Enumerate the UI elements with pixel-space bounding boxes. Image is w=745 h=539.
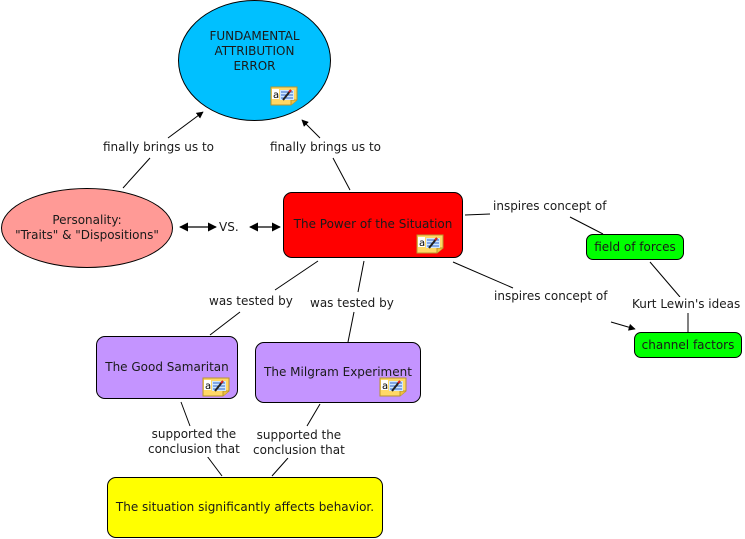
svg-text:a: a (419, 238, 425, 249)
link-tested-samaritan (209, 311, 241, 336)
milgram-supports-line-2: conclusion that (253, 443, 345, 457)
svg-text:a: a (273, 90, 279, 101)
link-label-tested-samaritan: was tested by (207, 294, 295, 309)
link-supports-conclusion-1 (206, 455, 223, 477)
link-inspires-channel (610, 321, 636, 331)
link-tested-milgram (347, 311, 355, 343)
link-label-samaritan-supports: supported the conclusion that (146, 427, 242, 457)
link-power-tested-1 (274, 260, 319, 291)
link-power-tested-2 (357, 260, 365, 293)
link-samaritan-supports (180, 401, 191, 427)
svg-text:a: a (382, 381, 388, 392)
samaritan-supports-line-1: supported the (151, 427, 237, 441)
annotation-note-icon[interactable]: a (270, 86, 298, 106)
fae-line-3: ERROR (233, 59, 276, 73)
field-of-forces-label: field of forces (594, 239, 676, 254)
fae-line-1: FUNDAMENTAL (209, 29, 300, 43)
link-label-inspires-field: inspires concept of (491, 199, 609, 214)
good-samaritan-label: The Good Samaritan (105, 360, 229, 374)
link-label-tested-milgram: was tested by (308, 296, 396, 311)
concept-channel-factors[interactable]: channel factors (634, 332, 742, 358)
link-power-inspires-1 (464, 213, 491, 216)
power-label: The Power of the Situation (293, 216, 453, 231)
link-label-fae-arrow-right (301, 119, 321, 139)
fae-line-2: ATTRIBUTION (214, 44, 295, 58)
link-label-power-fae: finally brings us to (268, 140, 383, 155)
link-label-personality-fae: finally brings us to (101, 140, 216, 155)
personality-line-1: Personality: (52, 213, 122, 227)
milgram-supports-line-1: supported the (256, 428, 342, 442)
samaritan-supports-line-2: conclusion that (148, 442, 240, 456)
link-power-label (332, 157, 351, 191)
link-milgram-supports (306, 403, 321, 427)
concept-personality[interactable]: Personality: "Traits" & "Dispositions" (1, 188, 173, 268)
personality-line-2: "Traits" & "Dispositions" (15, 228, 159, 242)
channel-factors-label: channel factors (641, 337, 735, 352)
svg-text:a: a (205, 381, 211, 392)
link-label-milgram-supports: supported the conclusion that (251, 428, 347, 458)
link-label-kurt-lewin: Kurt Lewin's ideas (630, 297, 743, 312)
link-power-inspires-2 (452, 261, 514, 289)
concept-field-of-forces[interactable]: field of forces (586, 234, 684, 260)
annotation-note-icon[interactable]: a (416, 234, 444, 254)
milgram-label: The Milgram Experiment (264, 365, 412, 379)
link-label-fae-arrow-left (167, 111, 204, 139)
annotation-note-icon[interactable]: a (202, 377, 230, 397)
annotation-note-icon[interactable]: a (379, 377, 407, 397)
link-supports-conclusion-2 (271, 457, 289, 477)
vs-label: VS. (219, 220, 239, 235)
link-label-inspires-channel: inspires concept of (492, 289, 610, 304)
link-personality-label (122, 157, 151, 189)
link-field-lewin (649, 261, 681, 298)
concept-fundamental-attribution-error[interactable]: FUNDAMENTAL ATTRIBUTION ERROR (178, 0, 331, 121)
conclusion-label: The situation significantly affects beha… (115, 500, 375, 514)
concept-situation-affects-behavior[interactable]: The situation significantly affects beha… (107, 477, 383, 538)
link-inspires-field (569, 216, 604, 235)
